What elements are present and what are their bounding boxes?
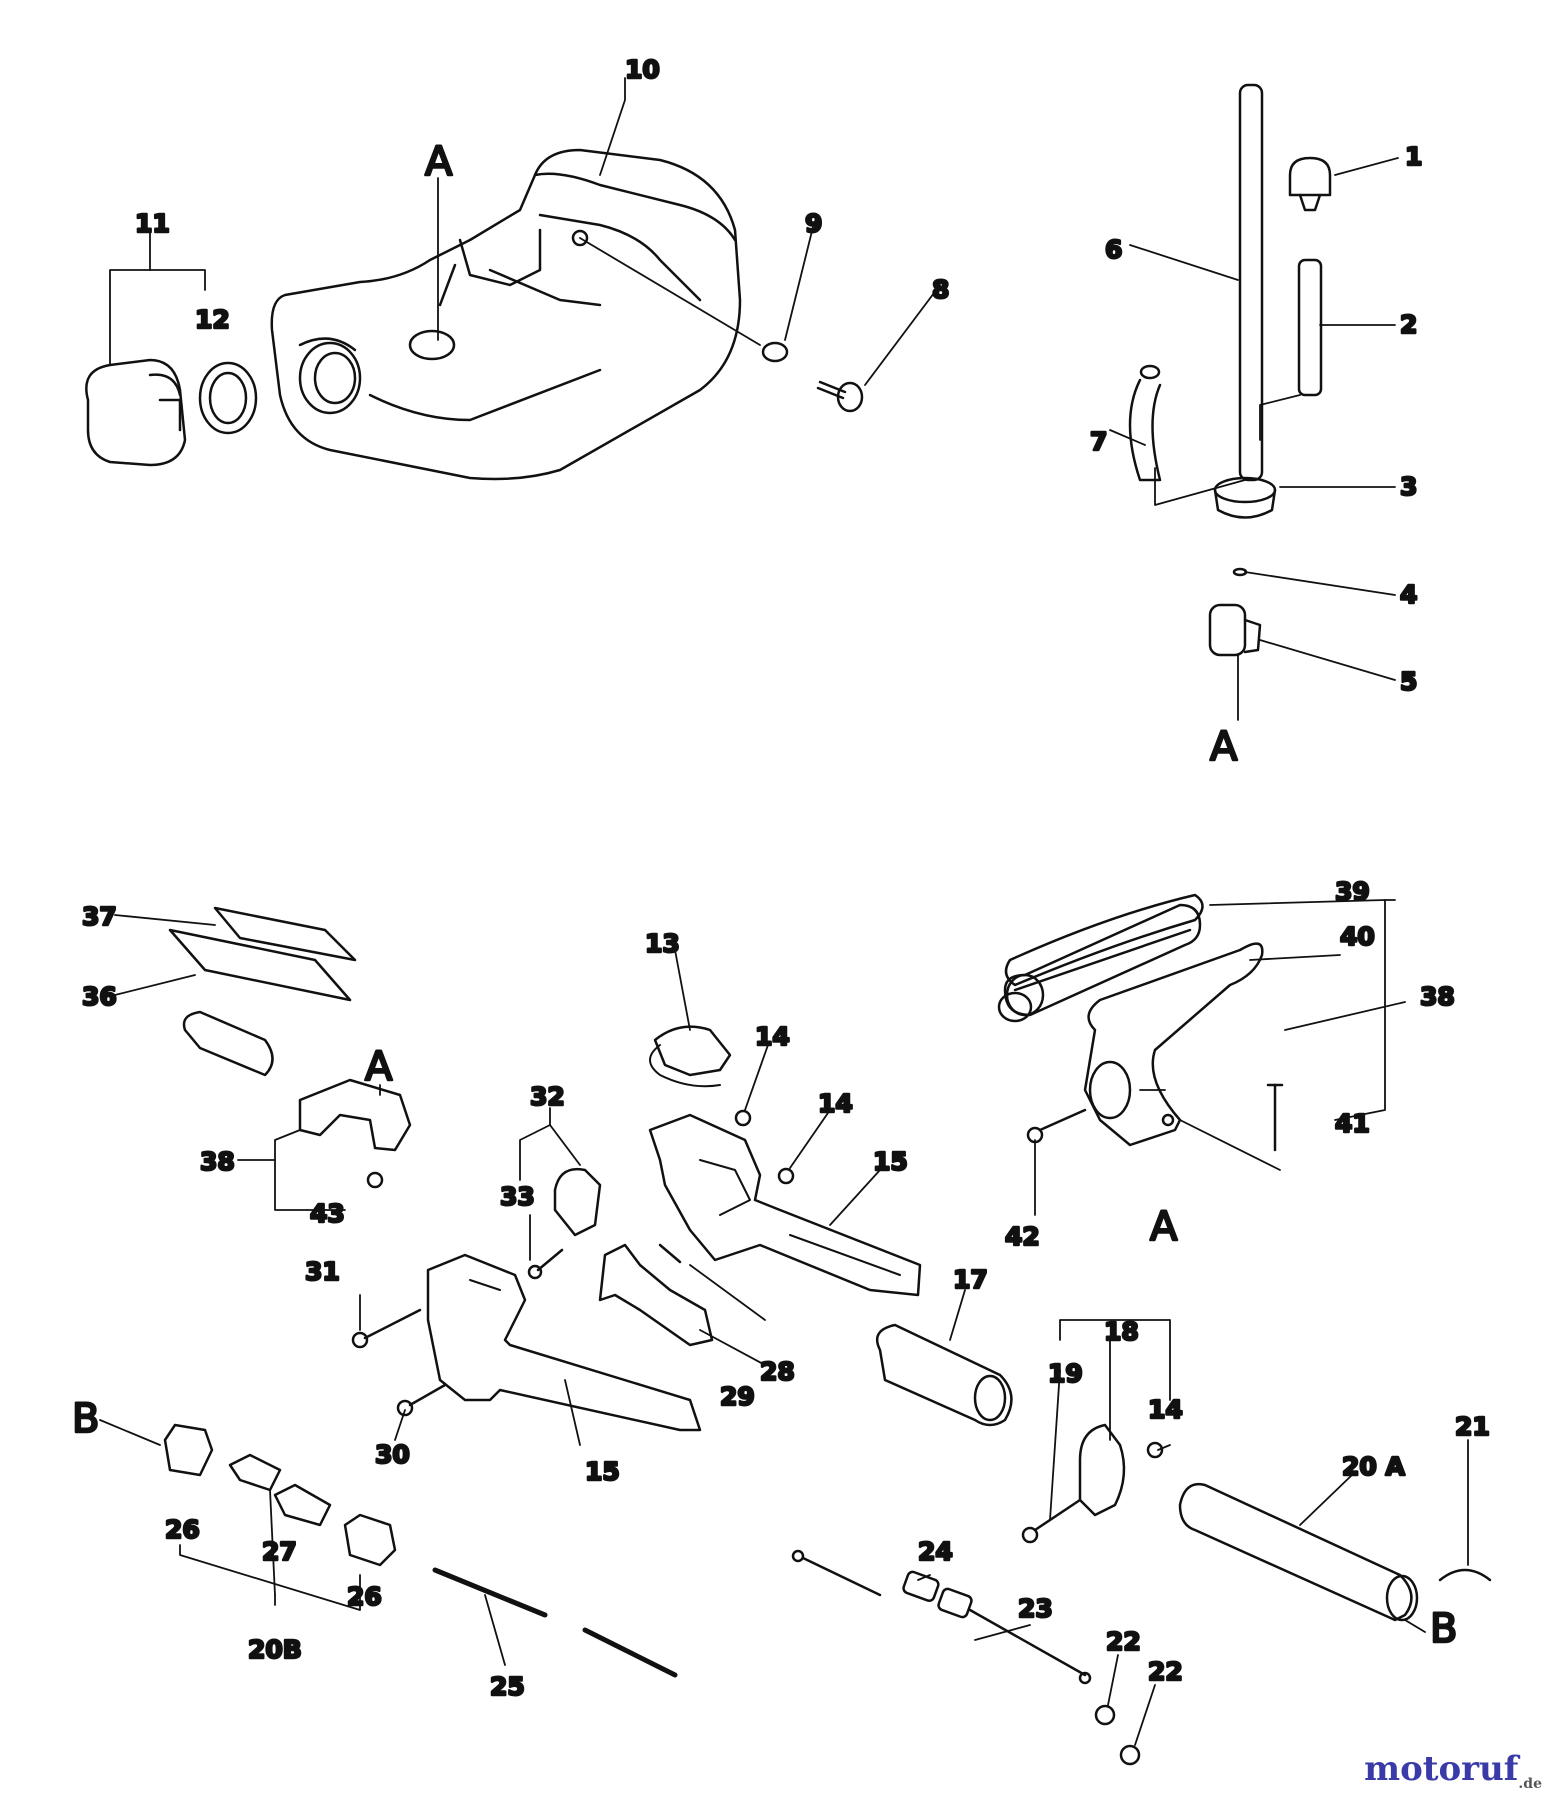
callout-14b: 14: [818, 1089, 853, 1118]
callout-9: 9: [805, 209, 822, 238]
nut-22b: [1119, 1744, 1141, 1766]
callout-17: 17: [953, 1265, 988, 1294]
ring-21: [1438, 1568, 1492, 1582]
nut-43: [366, 1171, 384, 1189]
callout-40: 40: [1340, 922, 1375, 951]
callout-43: 43: [310, 1199, 345, 1228]
callout-42: 42: [1005, 1222, 1040, 1251]
washer-part: [761, 341, 789, 363]
callout-38a: 38: [200, 1147, 235, 1176]
screw-33-head: [527, 1264, 543, 1280]
ref-letter-b1: B: [72, 1396, 99, 1442]
handle-half-15a: [648, 1113, 922, 1297]
nut-14c: [1146, 1441, 1164, 1459]
switch-13: [653, 1025, 732, 1077]
callout-5: 5: [1400, 667, 1417, 696]
callout-15a: 15: [873, 1147, 908, 1176]
callout-20a: 20 A: [1342, 1452, 1405, 1481]
callout-4: 4: [1400, 580, 1417, 609]
callout-20b: 20B: [248, 1635, 302, 1664]
screw-31: [363, 1308, 422, 1340]
grip-17: [875, 1323, 1013, 1427]
callout-12: 12: [195, 305, 230, 334]
fuel-pickup-assembly: [1128, 83, 1332, 657]
callout-8: 8: [932, 275, 949, 304]
watermark-logo: motoruf.de: [1364, 1749, 1542, 1792]
callout-22a: 22: [1106, 1627, 1141, 1656]
callout-23: 23: [1018, 1594, 1053, 1623]
ref-letter-a1: A: [425, 139, 453, 185]
callout-28: 28: [760, 1357, 795, 1386]
callout-10: 10: [625, 55, 660, 84]
reference-letters: A A A A B B: [71, 138, 1459, 1654]
callout-14c: 14: [1148, 1395, 1183, 1424]
callout-41: 41: [1335, 1109, 1370, 1138]
callout-33: 33: [500, 1182, 535, 1211]
decal-37: [213, 906, 357, 962]
callout-31: 31: [305, 1257, 340, 1286]
drive-shaft-25: [432, 1567, 548, 1618]
callout-26a: 26: [165, 1515, 200, 1544]
leader-lines: [99, 77, 1469, 1746]
callout-13: 13: [645, 929, 680, 958]
callout-7: 7: [1090, 427, 1107, 456]
callout-37: 37: [82, 902, 117, 931]
callout-11: 11: [135, 209, 170, 238]
clamp-32: [553, 1167, 602, 1237]
callout-labels: 1 2 3 4 5 6 7 8 9 10 11 12 13 14 14 14 1…: [81, 54, 1491, 1703]
callout-36: 36: [82, 982, 117, 1011]
nut-14a: [734, 1109, 752, 1127]
gasket-part: [198, 361, 258, 435]
screw-19: [1033, 1498, 1082, 1532]
screw-33: [536, 1248, 564, 1272]
nut-22a: [1094, 1704, 1116, 1726]
callout-6: 6: [1105, 235, 1122, 264]
callout-2: 2: [1400, 310, 1417, 339]
handle-clamp-left: [298, 1078, 412, 1152]
coupler-20b: [163, 1423, 397, 1567]
callout-24: 24: [918, 1537, 953, 1566]
callout-22b: 22: [1148, 1657, 1183, 1686]
nut-14b: [777, 1167, 795, 1185]
callout-1: 1: [1405, 142, 1422, 171]
callout-25: 25: [490, 1672, 525, 1701]
callout-27: 27: [262, 1537, 297, 1566]
bolt-part: [816, 380, 864, 413]
callout-26b: 26: [347, 1582, 382, 1611]
ref-letter-b2: B: [1430, 1606, 1457, 1652]
callout-3: 3: [1400, 472, 1417, 501]
callout-32: 32: [530, 1082, 565, 1111]
ref-letter-a3: A: [365, 1044, 393, 1090]
tube-20a: [1178, 1482, 1413, 1622]
spring-28: [658, 1243, 682, 1264]
decal-36: [168, 928, 352, 1002]
callout-38b: 38: [1420, 982, 1455, 1011]
callout-18: 18: [1104, 1317, 1139, 1346]
ref-letter-a4: A: [1150, 1204, 1178, 1250]
fuel-cap-part: [85, 358, 187, 467]
screw-30: [408, 1383, 447, 1407]
callout-19: 19: [1048, 1359, 1083, 1388]
handle-half-15b: [426, 1253, 702, 1432]
loop-handle-assembly: [997, 893, 1284, 1171]
ref-letter-a2: A: [1210, 724, 1238, 770]
callout-39: 39: [1335, 877, 1370, 906]
callout-30: 30: [375, 1440, 410, 1469]
loop-clamp-18: [1078, 1423, 1126, 1517]
grip-sleeve: [182, 1010, 274, 1077]
fuel-tank: [270, 148, 761, 481]
cable-23: [791, 1549, 1092, 1685]
callout-15b: 15: [585, 1457, 620, 1486]
callout-21: 21: [1455, 1412, 1490, 1441]
trigger-29: [598, 1243, 714, 1347]
callout-29: 29: [720, 1382, 755, 1411]
callout-14a: 14: [755, 1022, 790, 1051]
